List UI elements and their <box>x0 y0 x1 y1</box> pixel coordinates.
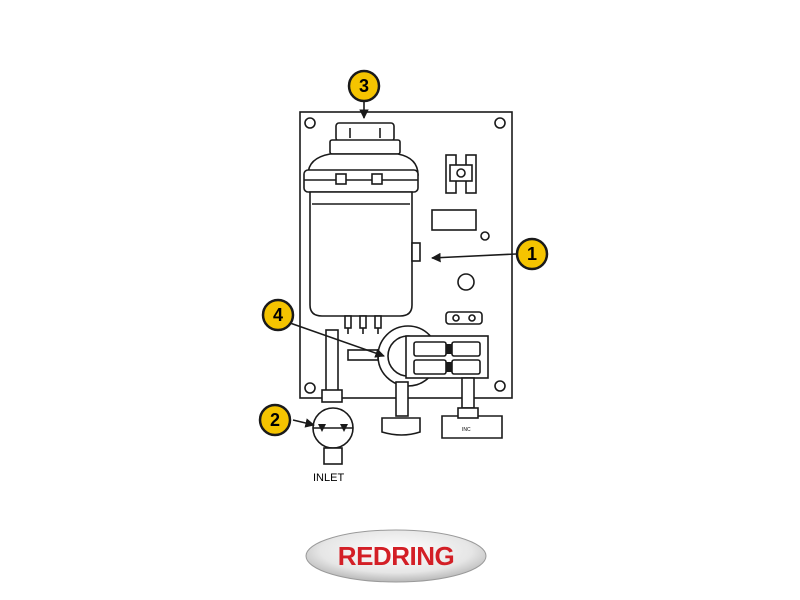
callout-3-label: 3 <box>359 76 369 96</box>
control-components <box>431 154 490 325</box>
inlet-pipe-valve: INLET <box>312 329 354 484</box>
callout-3: 3 <box>347 69 381 103</box>
callout-2-label: 2 <box>270 410 280 430</box>
heater-tank <box>303 153 421 334</box>
callout-1-label: 1 <box>527 244 537 264</box>
callout-4-label: 4 <box>273 305 283 325</box>
inlet-label: INLET <box>313 472 344 484</box>
callout-arrows <box>289 100 517 428</box>
callout-1: 1 <box>515 237 549 271</box>
redring-logo: REDRING <box>305 529 487 583</box>
callout-4: 4 <box>261 298 295 332</box>
top-outlet-fitting <box>329 122 401 155</box>
callout-2: 2 <box>258 403 292 437</box>
flow-valve-assembly: INC <box>347 325 503 439</box>
valve-marking: INC <box>462 427 471 433</box>
brand-name: REDRING <box>338 541 454 571</box>
